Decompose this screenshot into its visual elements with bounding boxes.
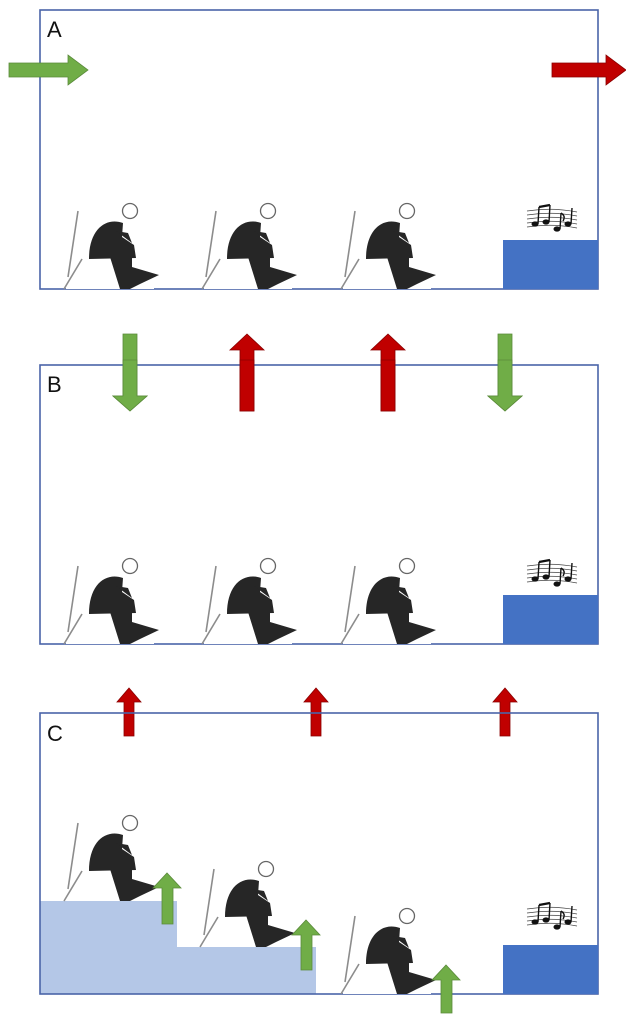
seated-person-icon [201, 555, 298, 645]
panel-b: B [39, 364, 599, 645]
panel-c: C [39, 712, 599, 1014]
panel-c-frame [39, 712, 599, 995]
panel-c-label: C [47, 721, 63, 746]
exhaust-arrow-up [492, 687, 518, 737]
stage-block [503, 240, 598, 289]
seated-person-icon [63, 555, 160, 645]
exhaust-arrow-up [239, 359, 255, 412]
seated-person-icon [201, 200, 298, 290]
music-notes-icon [525, 558, 579, 588]
exhaust-arrow-up [116, 687, 142, 737]
exhaust-arrow-right [551, 54, 626, 86]
stage-block [503, 595, 598, 644]
seated-person-icon [199, 858, 296, 948]
panel-a: A [8, 9, 626, 290]
seated-person-icon [340, 555, 437, 645]
seated-person-icon [340, 200, 437, 290]
seated-person-icon [63, 812, 160, 902]
panel-a-label: A [47, 17, 62, 42]
supply-arrow-down [486, 359, 524, 412]
seated-person-icon [63, 200, 160, 290]
supply-arrow-up [152, 872, 182, 925]
panel-b-frame [39, 364, 599, 645]
exhaust-arrow-up [380, 359, 396, 412]
panel-b-label: B [47, 372, 62, 397]
music-notes-icon [525, 901, 579, 931]
supply-arrow-right [8, 54, 89, 86]
supply-arrow-up [291, 919, 321, 971]
stage-block [503, 945, 598, 994]
supply-arrow-up [431, 964, 461, 1014]
exhaust-arrow-up [303, 687, 329, 737]
seated-person-icon [340, 905, 437, 995]
supply-arrow-down [111, 359, 149, 412]
tiered-seating-floor [40, 901, 316, 994]
